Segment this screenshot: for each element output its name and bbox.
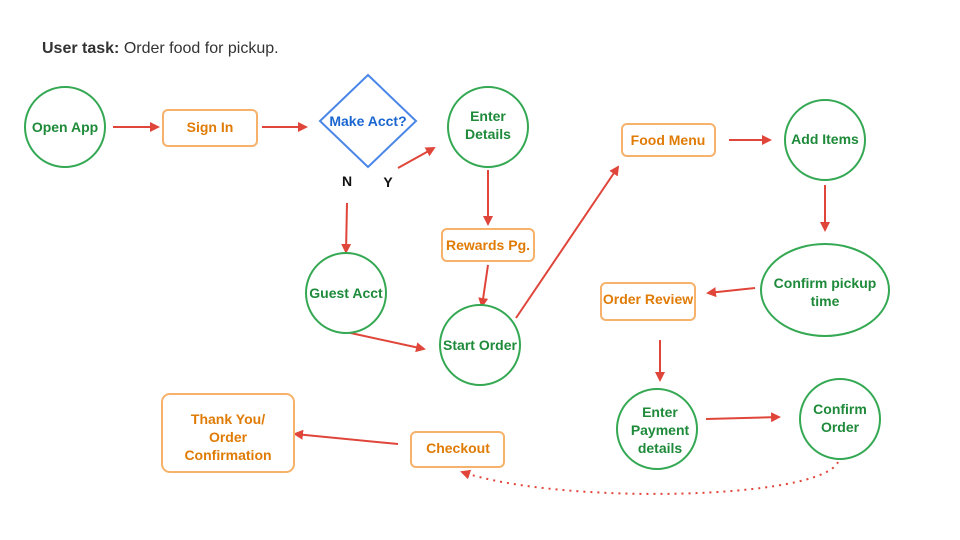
label-start-order: Start Order [443,337,517,353]
node-confirm-pickup [760,243,890,337]
label-sign-in: Sign In [187,119,234,135]
node-rewards [441,228,535,262]
arrow-confirm-pickup-to-order-review [706,287,756,298]
node-checkout [410,431,505,468]
label-order-review: Order Review [603,291,693,307]
label-food-menu: Food Menu [631,132,706,148]
node-enter-details [447,86,529,168]
label-enter-payment-line3: details [638,440,683,456]
label-add-items: Add Items [791,131,859,147]
node-start-order [439,304,521,386]
label-make-acct: Make Acct? [329,113,406,129]
user-task-text: Order food for pickup. [123,40,279,57]
label-checkout: Checkout [426,440,490,456]
branch-label-yes: Y [383,174,393,190]
node-enter-payment [616,388,698,470]
node-order-review [600,282,696,321]
arrows [113,122,839,495]
label-confirm-pickup-line2: time [811,293,840,309]
node-add-items [784,99,866,181]
label-confirm-pickup-line1: Confirm pickup [774,275,877,291]
node-open-app [24,86,106,168]
node-sign-in [162,109,258,147]
label-rewards: Rewards Pg. [446,237,530,253]
label-confirm-order-line2: Order [821,419,860,435]
label-open-app: Open App [32,119,98,135]
arrow-rewards-to-start-order [478,264,489,308]
label-confirm-order-line1: Confirm [813,401,867,417]
node-food-menu [621,123,716,157]
label-enter-details-line1: Enter [470,108,506,124]
arrow-make-acct-to-guest-acct [341,202,352,254]
label-enter-payment-line1: Enter [642,404,678,420]
label-thank-you-line1: Thank You/ [191,411,265,427]
node-thank-you [161,393,295,473]
arrow-make-acct-to-enter-details [397,147,436,169]
label-enter-details-line2: Details [465,126,511,142]
arrow-enter-payment-to-confirm-order [705,412,781,423]
user-task-prefix: User task: [42,40,120,57]
arrow-start-order-to-food-menu [515,165,620,319]
user-task-caption: User task: Order food for pickup. [42,40,279,58]
label-guest-acct: Guest Acct [309,285,383,301]
arrow-checkout-to-thank-you [293,429,399,445]
label-enter-payment-line2: Payment [631,422,690,438]
branch-label-no: N [342,173,352,189]
arrow-guest-acct-to-start-order [345,331,426,353]
node-confirm-order [799,378,881,460]
label-thank-you-line2: Order [209,429,248,445]
node-make-acct [318,73,418,169]
label-thank-you-line3: Confirmation [184,447,271,463]
node-guest-acct [305,252,387,334]
